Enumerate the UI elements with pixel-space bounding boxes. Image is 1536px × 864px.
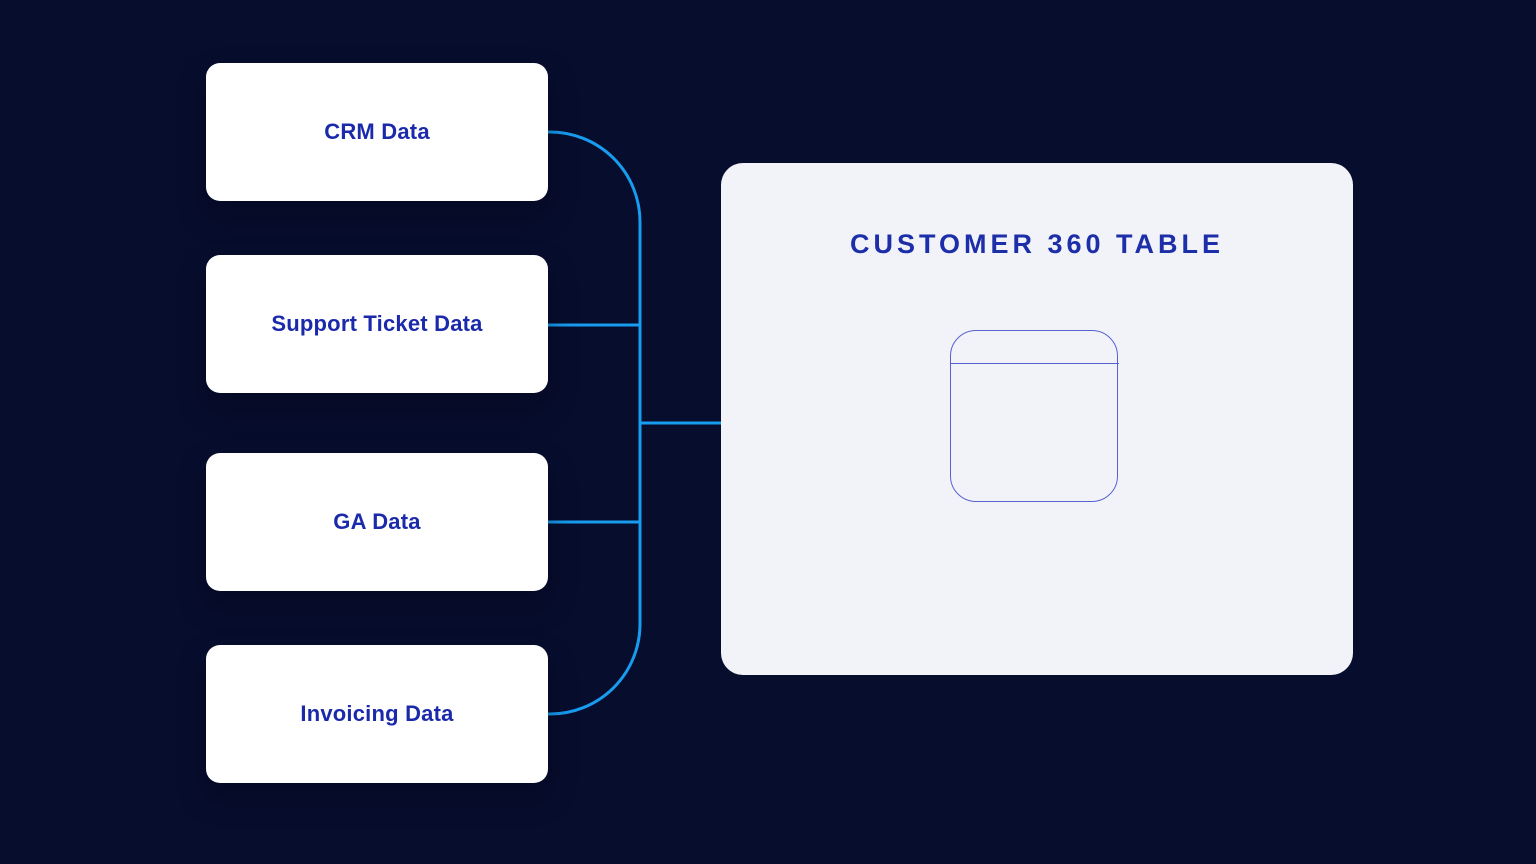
source-label-support-ticket: Support Ticket Data bbox=[271, 311, 483, 336]
customer-360-panel: CUSTOMER 360 TABLE bbox=[721, 163, 1353, 675]
table-icon-header-line bbox=[949, 363, 1119, 364]
source-box-ga: GA Data bbox=[206, 453, 548, 591]
source-box-support-ticket: Support Ticket Data bbox=[206, 255, 548, 393]
source-label-invoicing: Invoicing Data bbox=[300, 701, 454, 726]
table-icon bbox=[949, 330, 1119, 502]
panel-title: CUSTOMER 360 TABLE bbox=[849, 229, 1225, 259]
source-box-invoicing: Invoicing Data bbox=[206, 645, 548, 783]
connector-merge-bracket bbox=[548, 130, 642, 716]
source-label-ga: GA Data bbox=[333, 509, 421, 534]
source-box-crm: CRM Data bbox=[206, 63, 548, 201]
source-label-crm: CRM Data bbox=[324, 119, 430, 144]
